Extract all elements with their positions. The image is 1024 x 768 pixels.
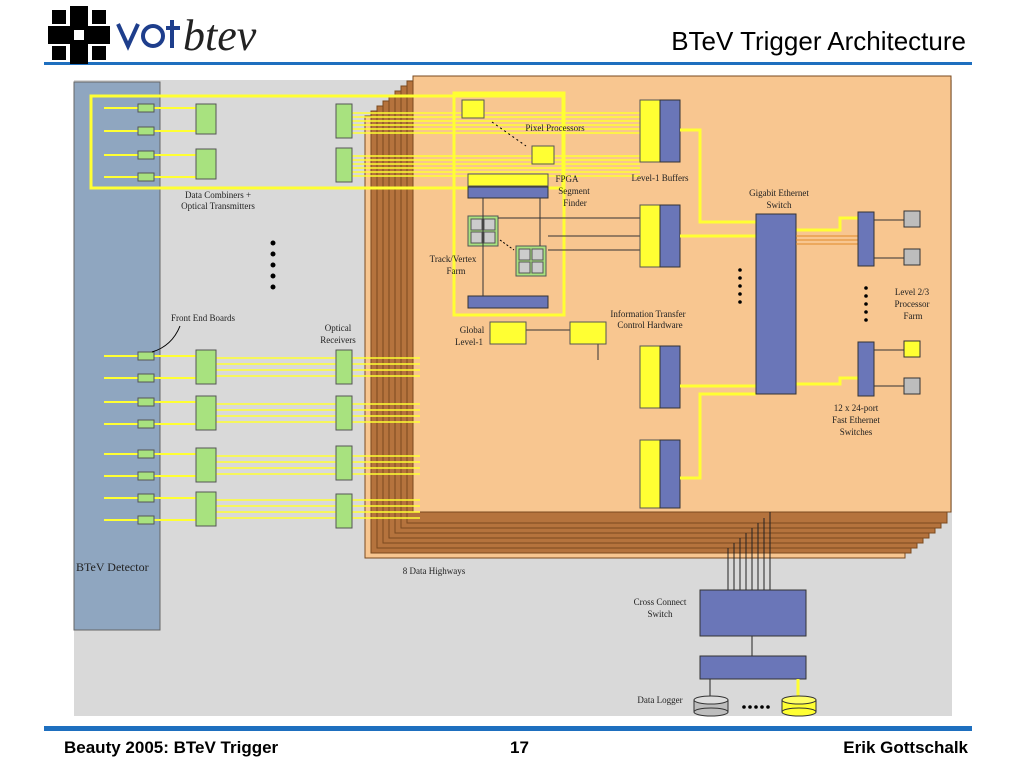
footer-rule — [44, 726, 972, 731]
btev-logo: btev — [48, 6, 257, 64]
data-highways-label: 8 Data Highways — [403, 566, 466, 576]
track-vertex-label: Track/Vertex — [430, 254, 477, 264]
cross-connect-switch — [699, 589, 807, 637]
title-rule — [44, 62, 972, 65]
footer-conference: Beauty 2005: BTeV Trigger — [64, 738, 279, 757]
processor-node-1 — [903, 210, 921, 228]
cross-connect-label: Cross Connect — [634, 597, 687, 607]
gigabit-ethernet-switch — [755, 213, 797, 395]
info-transfer-box — [569, 321, 607, 345]
pixel-processor-dots — [491, 121, 527, 147]
more-boards-dots — [270, 240, 276, 290]
cross-connect-label-line2: Switch — [647, 609, 673, 619]
processor-node-2 — [903, 248, 921, 266]
btev-mirror-logo-icon — [116, 20, 180, 51]
level23-farm-label-line2: Processor — [895, 299, 930, 309]
fpga-label-line3: Finder — [563, 198, 587, 208]
optical-receivers — [335, 103, 353, 529]
front-end-boards-pointer — [151, 325, 181, 353]
slide-title: BTeV Trigger Architecture — [671, 26, 966, 56]
front-end-boards-upper — [104, 103, 196, 182]
disk-dots — [742, 705, 770, 709]
data-combiners-label: Data Combiners + — [185, 190, 251, 200]
internal-wiring — [482, 198, 640, 360]
fpga-segment-finder-bottom — [467, 295, 549, 309]
level1-buffers — [639, 99, 681, 509]
track-vertex-label-line2: Farm — [447, 266, 466, 276]
fpga-label: FPGA — [555, 174, 579, 184]
footer-author: Erik Gottschalk — [843, 738, 968, 757]
highway-top-plane — [412, 75, 952, 513]
front-end-boards-label: Front End Boards — [171, 313, 235, 323]
pixel-processor-2 — [531, 145, 555, 165]
upper-fiber-bundles — [352, 112, 640, 177]
info-transfer-label: Information Transfer — [610, 309, 685, 319]
buffer-to-switch-links — [680, 128, 858, 480]
data-logger-disk-gray-icon — [693, 695, 729, 717]
fpga-segment-finder-top — [467, 173, 549, 187]
optical-receivers-label-line2: Receivers — [320, 335, 356, 345]
processor-node-3 — [903, 340, 921, 358]
switch-orange-links — [796, 235, 858, 245]
global-level1-label: Global — [460, 325, 485, 335]
fiber-loops — [89, 91, 566, 317]
level23-farm-label-line3: Farm — [904, 311, 923, 321]
fast-ethernet-label-line2: Fast Ethernet — [832, 415, 880, 425]
logo-text: btev — [183, 11, 257, 60]
lower-fiber-bundles — [216, 357, 420, 519]
data-logger-label: Data Logger — [637, 695, 682, 705]
pixel-processors-label: Pixel Processors — [525, 123, 585, 133]
fast-ethernet-label-line3: Switches — [840, 427, 873, 437]
fast-ethernet-switch-bottom — [857, 341, 875, 397]
optical-receivers-label: Optical — [325, 323, 352, 333]
highway-output-lines — [709, 512, 771, 698]
footer-page-number: 17 — [510, 738, 529, 757]
fast-ethernet-label: 12 x 24-port — [834, 403, 879, 413]
processor-farm-dots — [864, 286, 868, 322]
track-vertex-farm — [467, 215, 547, 277]
level23-farm-label: Level 2/3 — [895, 287, 930, 297]
detector-label: BTeV Detector — [76, 560, 149, 574]
processor-node-4 — [903, 377, 921, 395]
fermilab-logo-icon — [48, 6, 110, 64]
pixel-processor-1 — [461, 99, 485, 119]
switch-dots-left — [738, 268, 742, 304]
front-end-boards-lower — [104, 351, 196, 525]
global-level1-label-line2: Level-1 — [455, 337, 483, 347]
level1-buffers-label: Level-1 Buffers — [631, 173, 689, 183]
processor-links — [874, 219, 904, 387]
gigabit-switch-label-line2: Switch — [766, 200, 792, 210]
global-level1-box — [489, 321, 527, 345]
fast-ethernet-switch-top — [857, 211, 875, 267]
data-logger-disk-yellow-icon — [781, 695, 817, 717]
data-combiners — [195, 103, 217, 527]
info-transfer-label-line2: Control Hardware — [617, 320, 682, 330]
fpga-segment-finder-blue — [467, 186, 549, 199]
fpga-label-line2: Segment — [558, 186, 590, 196]
data-combiners-label-line2: Optical Transmitters — [181, 201, 255, 211]
data-logger-box — [699, 655, 807, 680]
gigabit-switch-label: Gigabit Ethernet — [749, 188, 809, 198]
